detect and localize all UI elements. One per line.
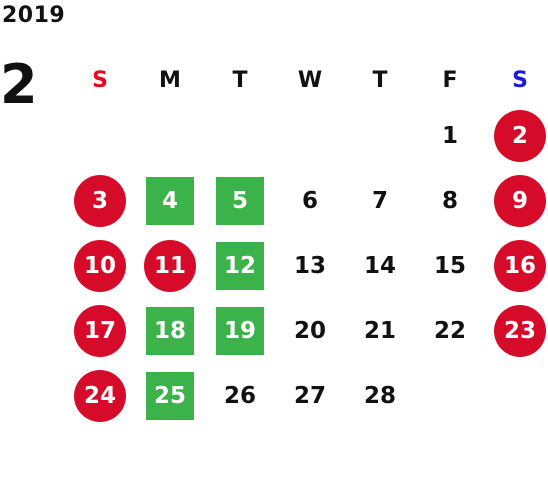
weekday-tuesday: T — [232, 68, 248, 93]
holiday-day[interactable]: 2 — [494, 109, 546, 162]
calendar-cell: 26 — [205, 363, 275, 428]
calendar-cell: 28 — [345, 363, 415, 428]
calendar-cell: 24 — [65, 363, 135, 428]
holiday-day[interactable]: 9 — [494, 174, 546, 227]
calendar-cell: 1 — [415, 103, 485, 168]
calendar-cell — [415, 363, 485, 428]
calendar-cell: 4 — [135, 168, 205, 233]
calendar-cell: 14 — [345, 233, 415, 298]
holiday-day[interactable]: 17 — [74, 304, 126, 357]
calendar-day[interactable]: 28 — [363, 382, 396, 409]
weekday-thursday: T — [372, 68, 388, 93]
weekday-saturday: S — [512, 68, 528, 93]
holiday-day[interactable]: 11 — [144, 239, 196, 292]
calendar-cell — [65, 103, 135, 168]
calendar-week-row: 24 25 26 27 28 — [65, 363, 548, 428]
calendar-cell: 12 — [205, 233, 275, 298]
calendar-cell — [135, 103, 205, 168]
calendar-day[interactable]: 20 — [293, 317, 326, 344]
calendar-cell: 13 — [275, 233, 345, 298]
calendar-cell: 18 — [135, 298, 205, 363]
calendar-cell: 16 — [485, 233, 548, 298]
calendar-cell: 7 — [345, 168, 415, 233]
calendar-cell: 15 — [415, 233, 485, 298]
calendar-cell: 10 — [65, 233, 135, 298]
holiday-day[interactable]: 3 — [74, 174, 126, 227]
weekday-header-row: S M T W T F S — [65, 58, 548, 103]
calendar-day[interactable]: 22 — [433, 317, 466, 344]
calendar-cell: 22 — [415, 298, 485, 363]
calendar-year: 2019 — [2, 3, 66, 28]
calendar-cell: 21 — [345, 298, 415, 363]
calendar-cell: 2 — [485, 103, 548, 168]
weekday-monday: M — [159, 68, 181, 93]
calendar-day[interactable]: 15 — [433, 252, 466, 279]
calendar-cell: 3 — [65, 168, 135, 233]
holiday-day[interactable]: 23 — [494, 304, 546, 357]
calendar-cell: 6 — [275, 168, 345, 233]
calendar-cell: 17 — [65, 298, 135, 363]
calendar-day[interactable]: 8 — [441, 187, 458, 214]
weekday-wednesday: W — [297, 68, 323, 93]
highlighted-day[interactable]: 5 — [216, 176, 264, 225]
calendar-cell: 19 — [205, 298, 275, 363]
calendar-day[interactable]: 7 — [371, 187, 388, 214]
calendar-day[interactable]: 26 — [223, 382, 256, 409]
calendar-cell: 23 — [485, 298, 548, 363]
highlighted-day[interactable]: 12 — [216, 241, 264, 290]
calendar-cell: 11 — [135, 233, 205, 298]
calendar-day[interactable]: 21 — [363, 317, 396, 344]
calendar-cell — [205, 103, 275, 168]
calendar-cell: 20 — [275, 298, 345, 363]
holiday-day[interactable]: 10 — [74, 239, 126, 292]
highlighted-day[interactable]: 4 — [146, 176, 194, 225]
calendar-cell: 27 — [275, 363, 345, 428]
calendar-day[interactable]: 13 — [293, 252, 326, 279]
highlighted-day[interactable]: 25 — [146, 371, 194, 420]
calendar-cell: 5 — [205, 168, 275, 233]
calendar-week-row: 10 11 12 13 14 15 16 — [65, 233, 548, 298]
calendar-cell: 25 — [135, 363, 205, 428]
holiday-day[interactable]: 24 — [74, 369, 126, 422]
calendar-day[interactable]: 27 — [293, 382, 326, 409]
calendar-cell — [345, 103, 415, 168]
weekday-friday: F — [442, 68, 458, 93]
calendar-cell — [485, 363, 548, 428]
calendar-cell: 9 — [485, 168, 548, 233]
calendar-cell — [275, 103, 345, 168]
highlighted-day[interactable]: 18 — [146, 306, 194, 355]
holiday-day[interactable]: 16 — [494, 239, 546, 292]
calendar-cell: 8 — [415, 168, 485, 233]
calendar-day[interactable]: 6 — [301, 187, 318, 214]
calendar-month: 2 — [0, 53, 38, 116]
weekday-sunday: S — [92, 68, 108, 93]
highlighted-day[interactable]: 19 — [216, 306, 264, 355]
calendar-day[interactable]: 14 — [363, 252, 396, 279]
calendar-week-row: 17 18 19 20 21 22 23 — [65, 298, 548, 363]
calendar-day[interactable]: 1 — [441, 122, 458, 149]
